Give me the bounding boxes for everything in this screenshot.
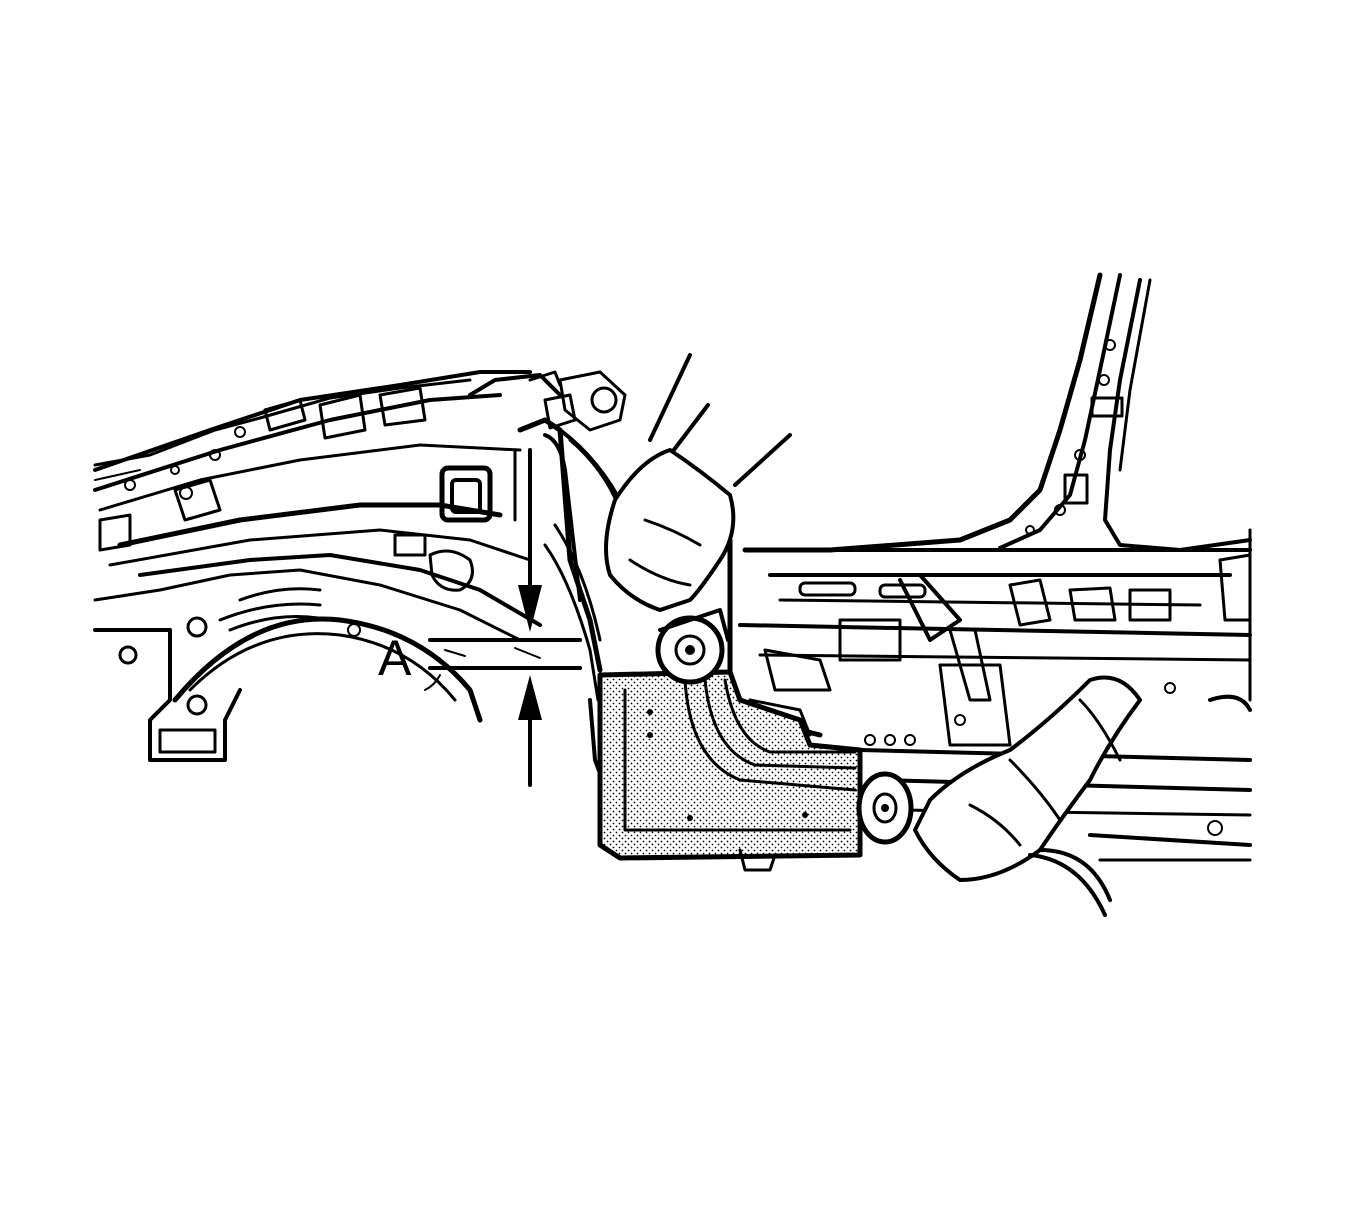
callout-label-a: A xyxy=(378,630,412,686)
a-pillar xyxy=(742,272,1252,553)
shaded-replacement-panel xyxy=(597,669,863,872)
technician-hand-right xyxy=(856,675,1142,917)
front-rail-structure xyxy=(93,370,627,762)
measurement-arrows: A xyxy=(378,518,582,787)
down-arrow-icon xyxy=(518,585,542,632)
technician-hand-left xyxy=(604,353,792,685)
up-arrow-icon xyxy=(518,675,542,720)
